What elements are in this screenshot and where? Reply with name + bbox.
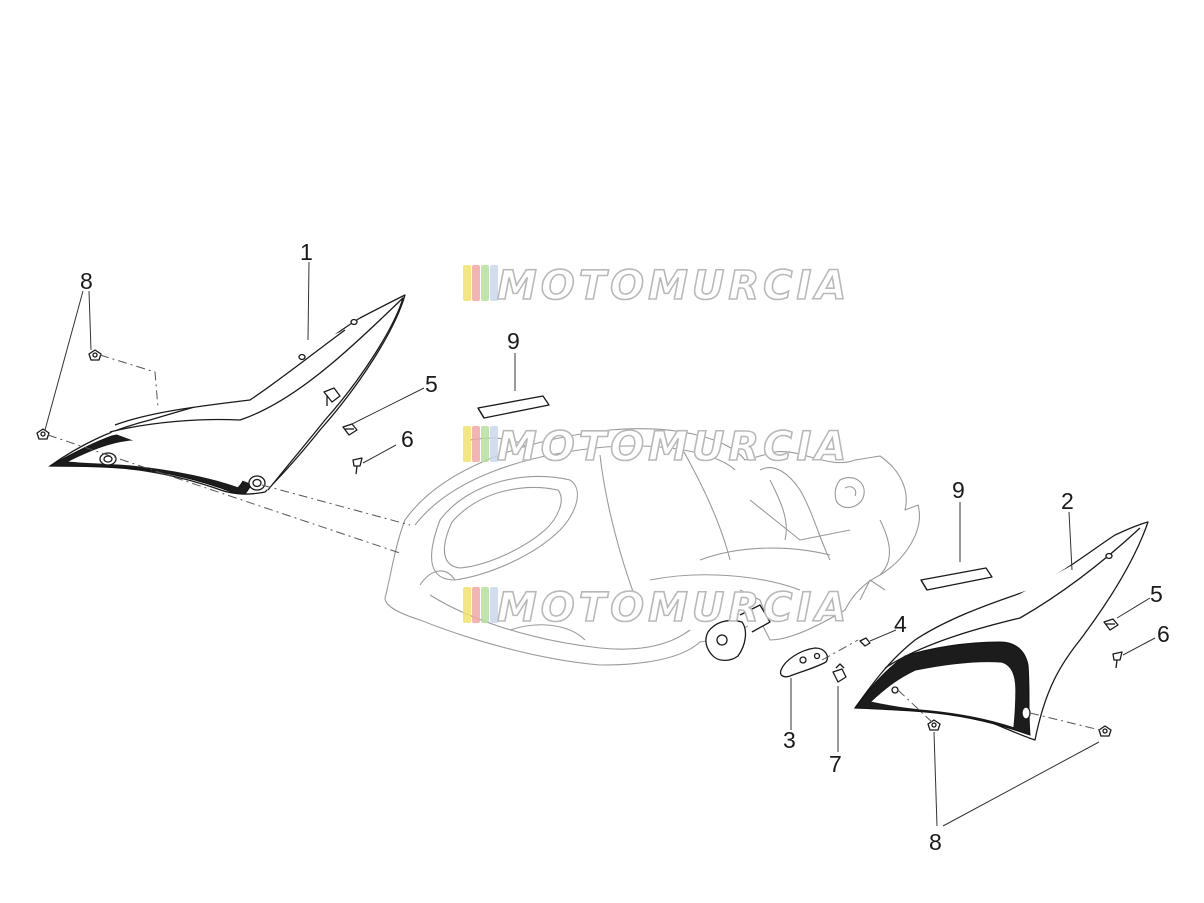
callout-4: 4 <box>894 611 907 637</box>
left-dash-upper <box>99 354 159 409</box>
left-lower-screw <box>36 428 50 440</box>
callout-8-right: 8 <box>929 829 942 855</box>
left-clip-nut <box>342 423 358 436</box>
watermark-text: MOTOMURCIA <box>497 424 850 470</box>
callout-7: 7 <box>829 751 842 777</box>
right-screw-8-mid <box>927 719 941 731</box>
right-side-panel <box>854 521 1149 741</box>
watermark-top: MOTOMURCIA <box>463 262 850 310</box>
watermark-bar <box>490 587 498 623</box>
watermark-bar <box>472 426 480 462</box>
callout-5-left: 5 <box>425 371 438 397</box>
watermark-bar <box>463 587 471 623</box>
right-dash-upper <box>897 689 936 726</box>
right-screw-8-right <box>1098 725 1112 737</box>
leader-lines <box>44 261 1156 827</box>
callout-5-right: 5 <box>1150 581 1163 607</box>
callout-6-left: 6 <box>401 426 414 452</box>
callout-6-right: 6 <box>1157 621 1170 647</box>
right-clip-nut <box>1103 618 1119 631</box>
adhesive-pad-left <box>477 395 550 419</box>
adhesive-pad-right <box>920 567 993 591</box>
watermark-bar <box>481 265 489 301</box>
left-upper-screw <box>88 349 102 361</box>
left-side-panel <box>48 294 406 495</box>
watermark-bar <box>463 265 471 301</box>
watermark-bar <box>463 426 471 462</box>
hinge-mount <box>705 604 771 662</box>
left-dash-mid <box>261 484 411 526</box>
callout-9-right: 9 <box>952 477 965 503</box>
callout-8-left: 8 <box>80 268 93 294</box>
callout-9-left: 9 <box>507 328 520 354</box>
right-screw-6 <box>1112 651 1123 669</box>
clip-7 <box>832 663 847 683</box>
watermark-bar <box>481 426 489 462</box>
left-dash-lower <box>47 434 401 554</box>
watermark-bar <box>472 265 480 301</box>
callout-1: 1 <box>300 239 313 265</box>
callout-2: 2 <box>1061 488 1074 514</box>
watermark-bar <box>481 587 489 623</box>
watermark-text: MOTOMURCIA <box>497 585 850 631</box>
bracket-3 <box>779 647 829 678</box>
watermark-bar <box>490 426 498 462</box>
callout-3: 3 <box>783 727 796 753</box>
small-screw-4 <box>859 637 871 647</box>
right-hardware <box>705 604 1123 737</box>
right-dash-bracket <box>821 639 859 661</box>
left-hardware <box>36 349 363 475</box>
watermark-text: MOTOMURCIA <box>497 263 850 309</box>
callout-labels: 1 2 3 4 5 5 6 6 7 8 8 9 9 <box>80 239 1170 855</box>
right-dash-lower <box>1029 712 1101 731</box>
tail-section-outline <box>384 428 920 666</box>
watermark-bar <box>472 587 480 623</box>
watermark-middle: MOTOMURCIA <box>463 423 850 471</box>
watermark-bar <box>490 265 498 301</box>
left-screw-6 <box>352 457 363 475</box>
watermark-bottom: MOTOMURCIA <box>463 584 850 632</box>
